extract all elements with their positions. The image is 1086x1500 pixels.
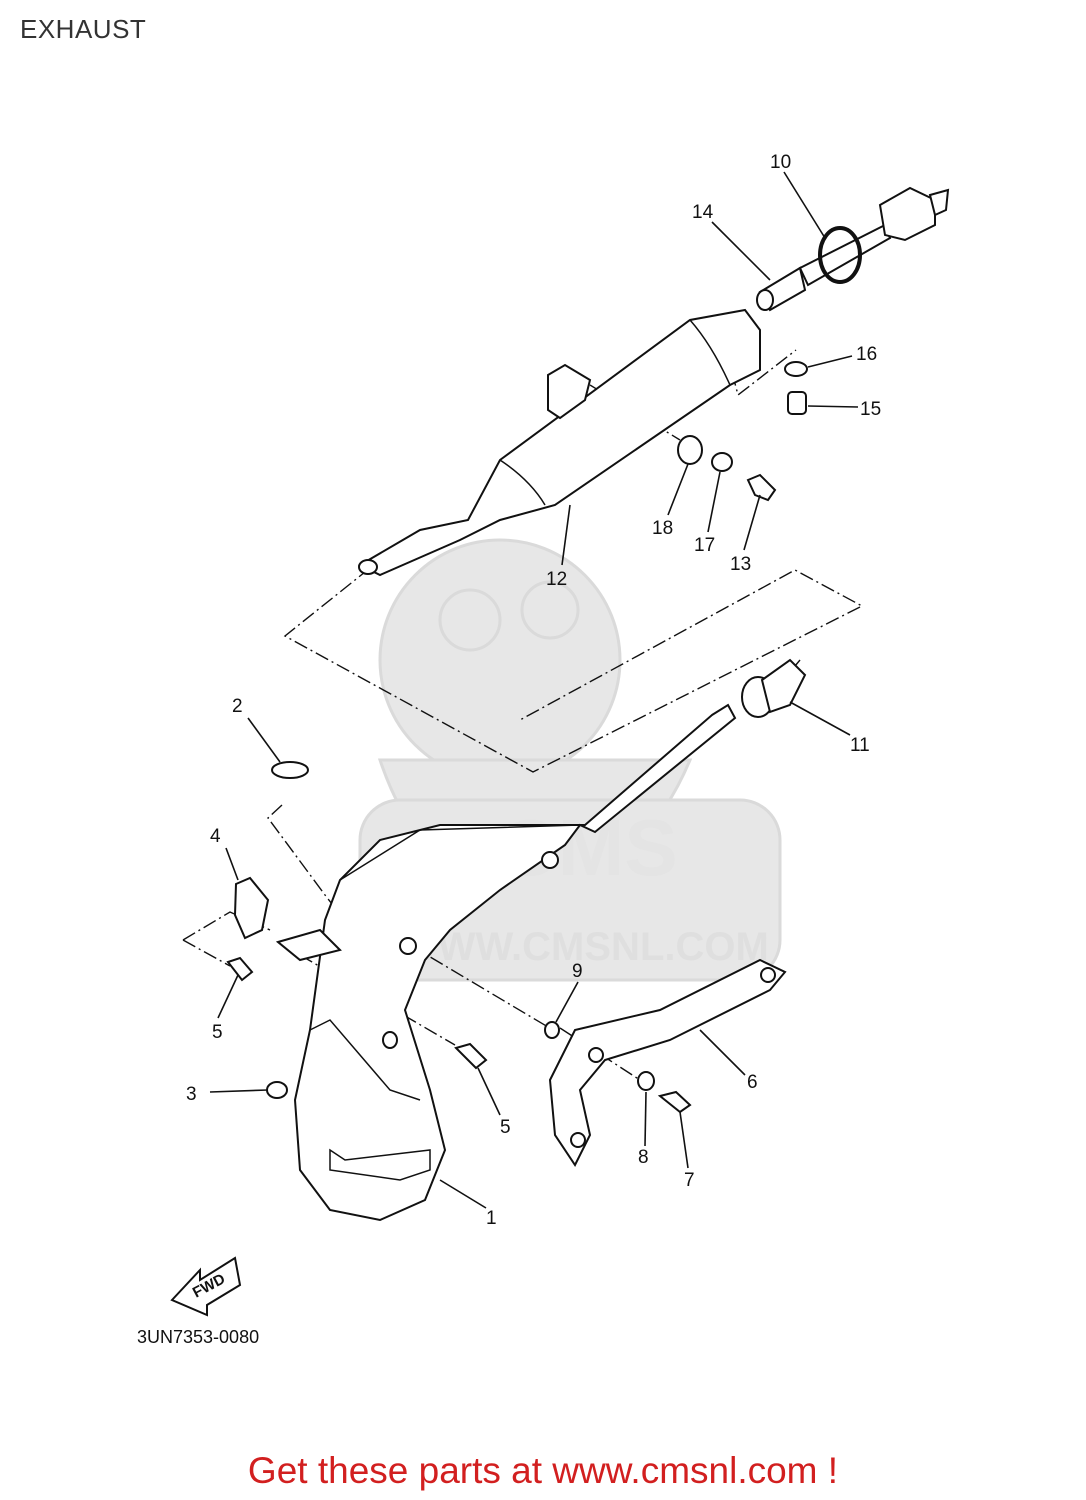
callout-17: 17 <box>694 535 715 556</box>
diagram-code: 3UN7353-0080 <box>137 1327 260 1347</box>
callout-18: 18 <box>652 518 673 539</box>
callout-3: 3 <box>186 1084 197 1105</box>
callout-10: 10 <box>770 152 791 173</box>
joint-part-11 <box>741 658 807 718</box>
watermark-url: WWW.CMSNL.COM <box>400 925 769 969</box>
callout-1: 1 <box>486 1208 497 1229</box>
silencer-part-12 <box>357 308 761 577</box>
callout-12: 12 <box>546 569 567 590</box>
callout-15: 15 <box>860 399 881 420</box>
callout-14: 14 <box>692 202 714 223</box>
callout-8: 8 <box>638 1147 649 1168</box>
callout-6: 6 <box>747 1072 758 1093</box>
callout-5b: 5 <box>500 1117 511 1138</box>
silencer-fasteners <box>677 361 808 502</box>
exhaust-pipe-part-1 <box>275 703 737 1222</box>
callout-11: 11 <box>850 735 870 756</box>
callout-5a: 5 <box>212 1022 223 1043</box>
callout-9: 9 <box>572 961 583 982</box>
protector-part-6 <box>548 958 787 1167</box>
pipe-fasteners <box>226 761 692 1114</box>
callout-2: 2 <box>232 696 243 717</box>
callout-labels: 1 2 3 4 5 5 6 7 8 9 10 11 12 13 14 15 16… <box>186 152 881 1229</box>
page-title: EXHAUST <box>20 14 147 44</box>
leader-lines <box>209 171 859 1209</box>
callout-4: 4 <box>210 826 221 847</box>
footer-link[interactable]: Get these parts at www.cmsnl.com ! <box>247 1450 839 1491</box>
callout-16: 16 <box>856 344 877 365</box>
callout-13: 13 <box>730 554 751 575</box>
callout-7: 7 <box>684 1170 695 1191</box>
forward-direction-arrow: FWD <box>170 1256 242 1317</box>
spark-arrestor-parts <box>756 186 950 312</box>
